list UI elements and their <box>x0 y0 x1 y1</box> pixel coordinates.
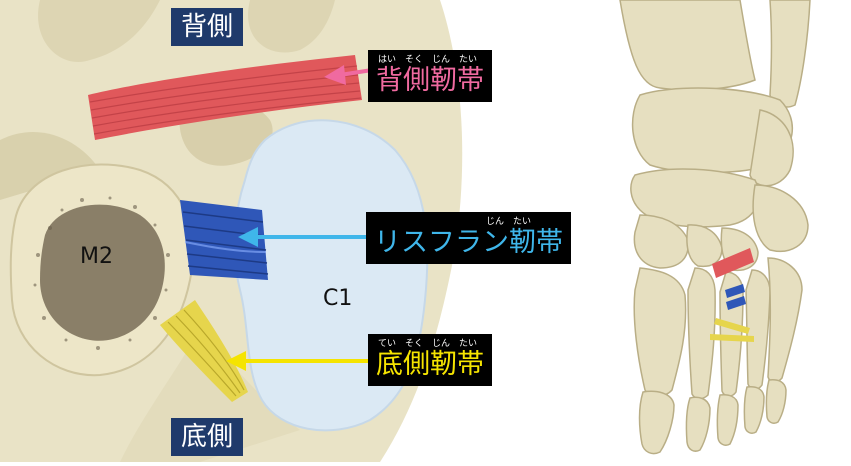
plantar-orientation-tag: 底側 <box>171 418 243 456</box>
lisfranc-ligament-text: リスフラン靭帯 <box>374 228 563 258</box>
ruby-text: そく <box>405 338 423 350</box>
ruby-text: じん <box>486 216 504 228</box>
dorsal-orientation-tag: 背側 <box>171 8 243 46</box>
dorsal-ligament-ruby: はい そく じん たい <box>376 54 484 66</box>
dorsal-ligament-label: はい そく じん たい 背側靭帯 <box>368 50 492 102</box>
cuboid <box>753 185 808 251</box>
plantar-ligament-text: 底側靭帯 <box>376 350 484 380</box>
plantar-ligament-label: てい そく じん たい 底側靭帯 <box>368 334 492 386</box>
ruby-text: てい <box>378 338 396 350</box>
tibia <box>620 0 755 90</box>
ruby-text: たい <box>459 338 477 350</box>
foot-skeleton-illustration <box>540 0 851 462</box>
ruby-text: たい <box>513 216 531 228</box>
c1-label: C1 <box>323 286 352 311</box>
metatarsal-4 <box>746 270 770 389</box>
plantar-ligament-ruby: てい そく じん たい <box>376 338 484 350</box>
fibula <box>770 0 810 107</box>
lisfranc-ligament-ruby: じん たい <box>374 216 563 228</box>
cuneiform-intermediate <box>687 225 722 266</box>
ruby-text: じん <box>432 338 450 350</box>
lisfranc-prefix: リスフラン <box>374 227 509 258</box>
dorsal-ligament-text: 背側靭帯 <box>376 66 484 96</box>
metatarsal-2 <box>688 268 715 399</box>
ruby-text: たい <box>459 54 477 66</box>
metatarsal-5 <box>768 258 802 382</box>
metatarsal-1 <box>634 268 685 396</box>
foot-skeleton-svg <box>540 0 851 462</box>
ruby-text: はい <box>378 54 396 66</box>
m2-label: M2 <box>80 244 113 269</box>
ruby-text: じん <box>432 54 450 66</box>
ruby-text: そく <box>405 54 423 66</box>
